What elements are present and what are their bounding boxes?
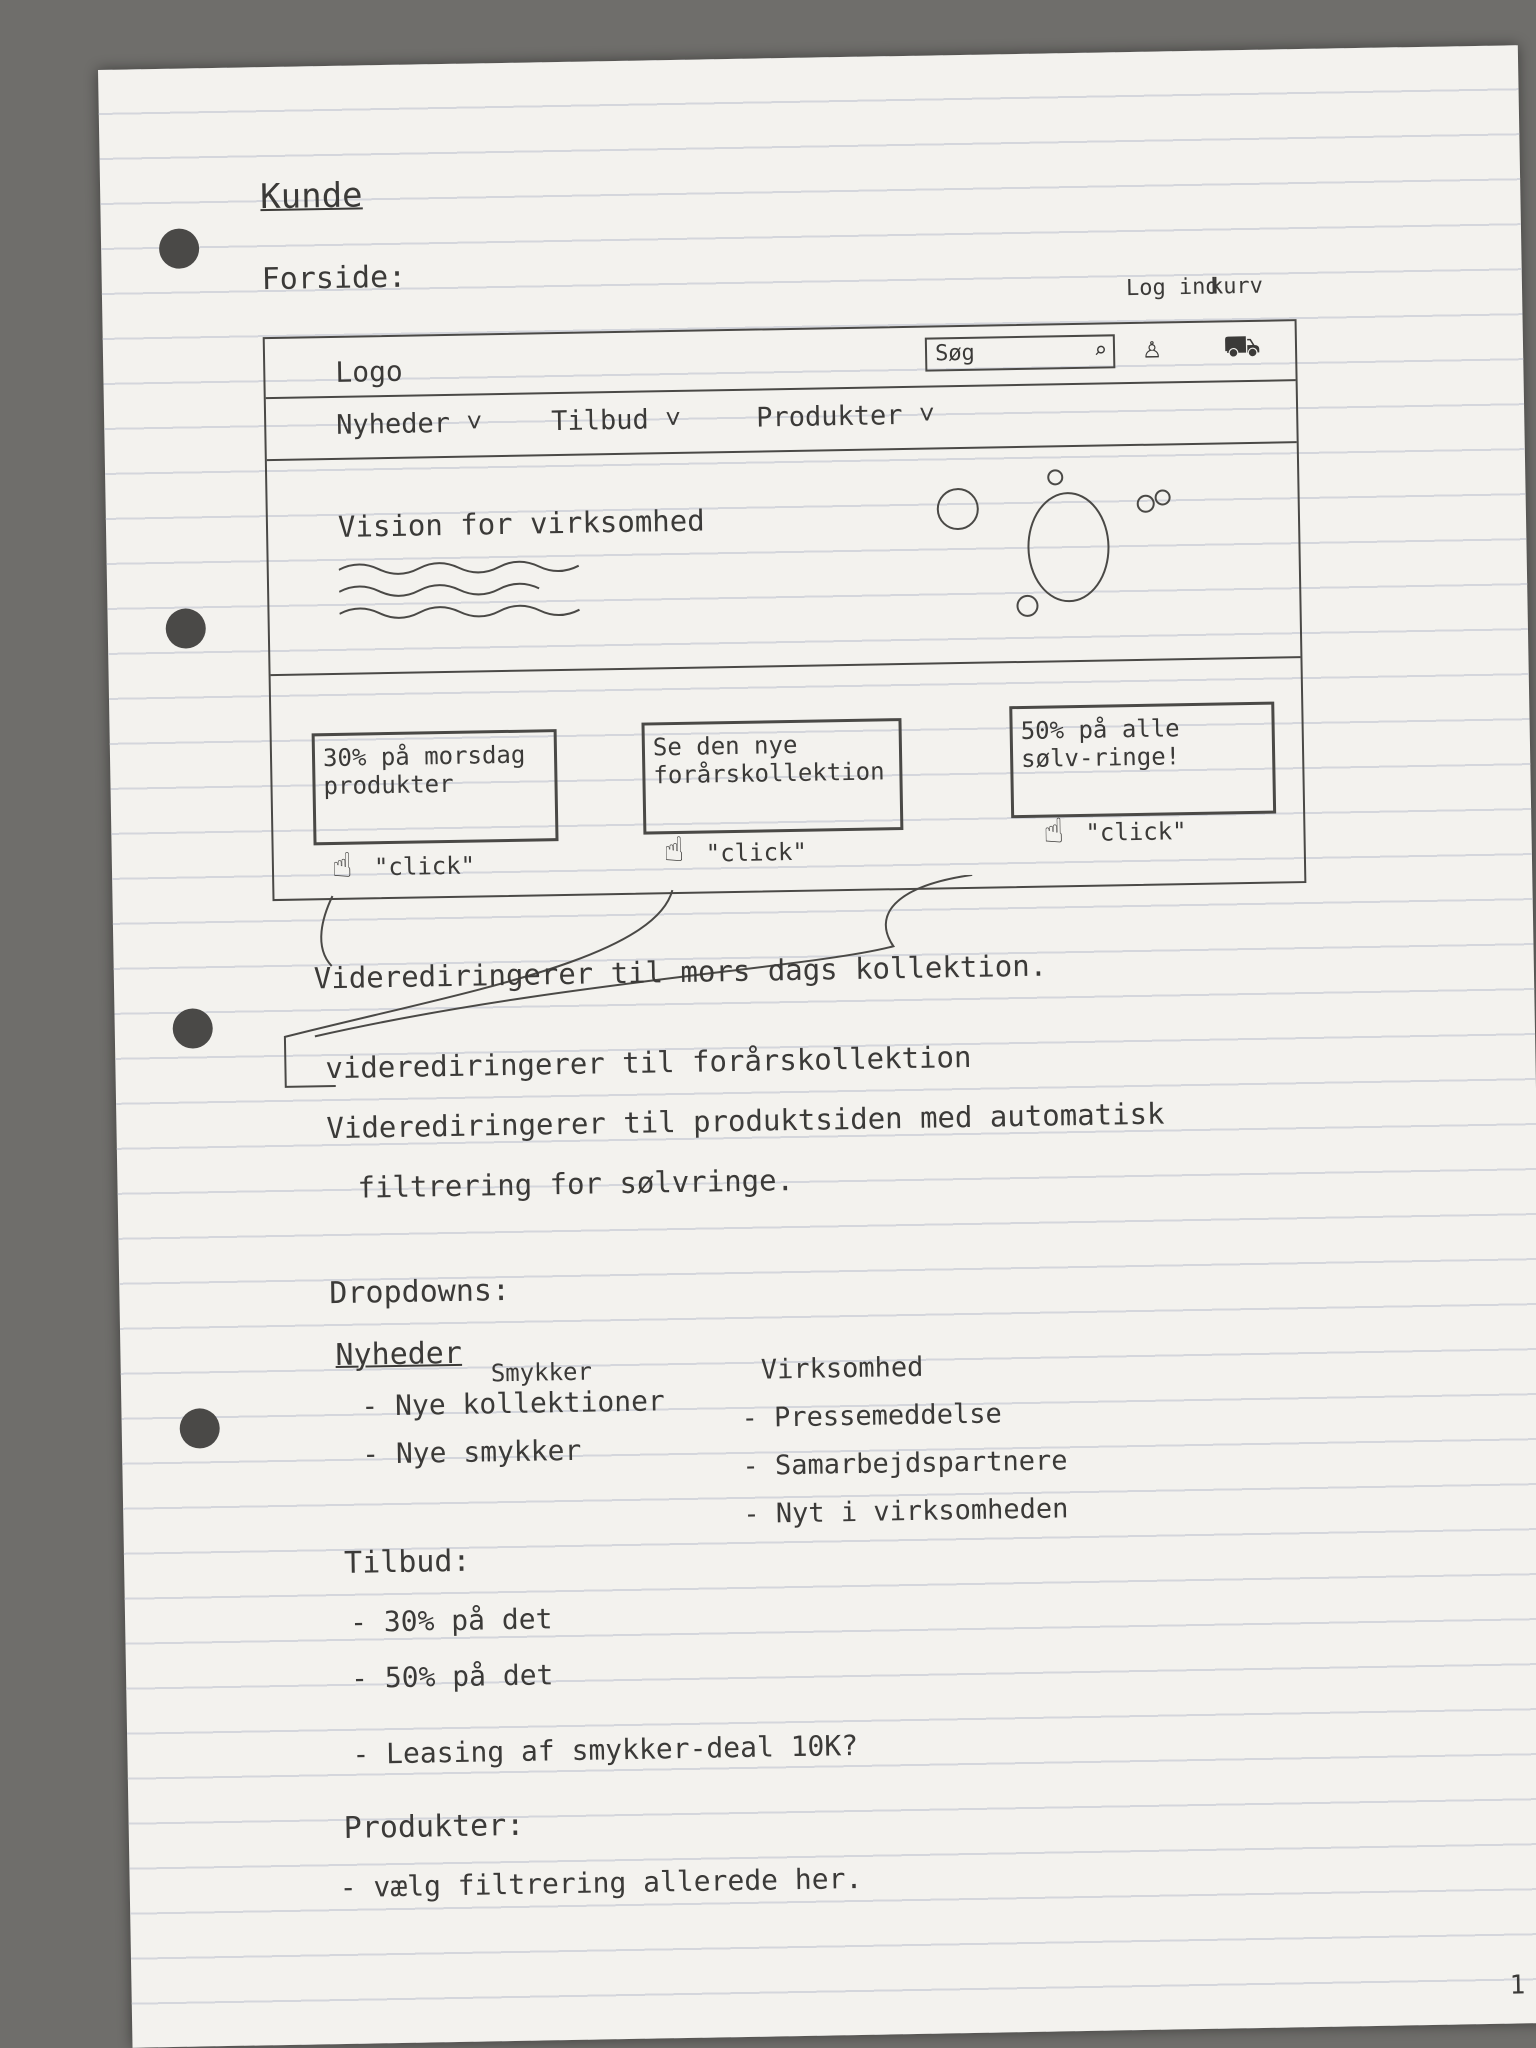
- search-icon: ⌕: [1093, 338, 1108, 364]
- nav-item-nyheder[interactable]: Nyheder ˅: [335, 407, 483, 441]
- user-icon[interactable]: ♙: [1142, 330, 1162, 366]
- jewelry-illustration: [936, 469, 1171, 617]
- click-label: "click": [373, 851, 476, 882]
- cta-box-mothers-day[interactable]: 30% på morsdag produkter: [311, 729, 559, 846]
- virksomhed-item: - Samarbejdspartnere: [742, 1445, 1068, 1482]
- cta-box-spring-collection[interactable]: Se den nye forårskollektion: [641, 718, 904, 835]
- binder-hole: [179, 1408, 221, 1449]
- tilbud-item: - 50% på det: [350, 1658, 554, 1695]
- tilbud-item: - Leasing af smykker-deal 10K?: [352, 1728, 859, 1771]
- nyheder-item: - Nye kollektioner: [361, 1384, 666, 1423]
- virksomhed-heading: Virksomhed: [760, 1351, 924, 1386]
- virksomhed-item: - Nyt i virksomheden: [743, 1493, 1069, 1530]
- nav-item-produkter[interactable]: Produkter ˅: [755, 399, 936, 434]
- dropdowns-heading: Dropdowns:: [329, 1272, 511, 1312]
- nyheder-item: - Nye smykker: [361, 1433, 582, 1471]
- produkter-heading: Produkter:: [343, 1807, 525, 1846]
- search-input[interactable]: Søg ⌕: [924, 334, 1116, 372]
- section-subtitle: Forside:: [261, 259, 407, 298]
- nav-divider: [266, 441, 1297, 462]
- pointing-hand-icon: ☝: [331, 845, 353, 887]
- redirect-note-products-cont: filtrering for sølvringe.: [357, 1163, 795, 1205]
- nav-item-tilbud[interactable]: Tilbud ˅: [550, 403, 682, 438]
- binder-hole: [172, 1008, 214, 1049]
- page-number: 1: [1509, 1970, 1526, 2001]
- click-label: "click": [1085, 817, 1187, 847]
- click-label: "click": [705, 837, 808, 868]
- cta-box-silver-rings[interactable]: 50% på alle sølv-ringe!: [1009, 701, 1277, 819]
- hero-vision-text: Vision for virksomhed: [337, 503, 705, 544]
- logo: Logo: [335, 354, 404, 389]
- page-title: Kunde: [259, 175, 363, 218]
- header-divider: [265, 379, 1296, 400]
- pointing-hand-icon: ☝: [1043, 811, 1065, 852]
- cart-label: kurv: [1209, 273, 1264, 300]
- search-placeholder: Søg: [934, 340, 976, 367]
- redirect-arrows: [283, 873, 973, 1088]
- virksomhed-item: - Pressemeddelse: [741, 1398, 1002, 1434]
- tilbud-heading: Tilbud:: [343, 1543, 471, 1581]
- binder-hole: [165, 608, 207, 649]
- nyheder-heading: Nyheder: [335, 1335, 463, 1374]
- tilbud-item: - 30% på det: [349, 1602, 553, 1639]
- cart-icon[interactable]: ⛟: [1222, 328, 1262, 365]
- nyheder-insert-note: Smykker: [490, 1357, 593, 1388]
- binder-hole: [158, 228, 200, 269]
- scribble-text-placeholder: [338, 560, 580, 619]
- notebook-page: Kunde Forside: Log ind kurv Logo Søg ⌕ ♙…: [98, 45, 1536, 2048]
- login-label: Log ind: [1125, 274, 1219, 302]
- pointing-hand-icon: ☝: [663, 829, 685, 871]
- website-sketch: Log ind kurv Logo Søg ⌕ ♙ ⛟ Nyheder ˅ Ti…: [262, 274, 1307, 902]
- hero-divider: [270, 656, 1301, 677]
- produkter-item: - vælg filtrering allerede her.: [339, 1861, 863, 1905]
